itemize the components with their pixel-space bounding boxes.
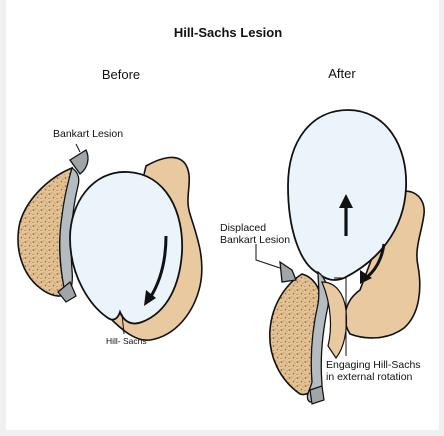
after-cartilage	[306, 270, 330, 403]
diagram-title: Hill-Sachs Lesion	[174, 25, 282, 40]
displaced-label-line1: Displaced	[220, 222, 266, 234]
after-glenoid-rim	[321, 281, 348, 360]
hill-sachs-label: Hill- Sachs	[106, 336, 147, 346]
right-border	[439, 0, 444, 436]
before-panel: Before Bankart Lesion Hill- Sachs	[17, 67, 203, 346]
bottom-border	[0, 430, 444, 436]
engaging-label-line2: in external rotation	[326, 371, 413, 383]
before-inferior-labrum	[57, 281, 77, 303]
after-label: After	[328, 66, 356, 81]
before-rotation-arrow	[148, 235, 168, 299]
after-inferior-labrum	[309, 385, 325, 405]
after-panel: After Displace	[220, 66, 425, 405]
engaging-label-line1: Engaging Hill-Sachs	[326, 359, 421, 371]
displaced-label-line2: Bankart Lesion	[220, 234, 290, 246]
before-humeral-head	[69, 171, 183, 325]
bankart-lesion-before	[69, 149, 89, 175]
bankart-lesion-label: Bankart Lesion	[53, 128, 123, 140]
before-label: Before	[102, 67, 140, 82]
after-humeral-head	[287, 109, 407, 281]
left-border	[0, 0, 6, 436]
displaced-bankart-lesion	[279, 260, 297, 283]
